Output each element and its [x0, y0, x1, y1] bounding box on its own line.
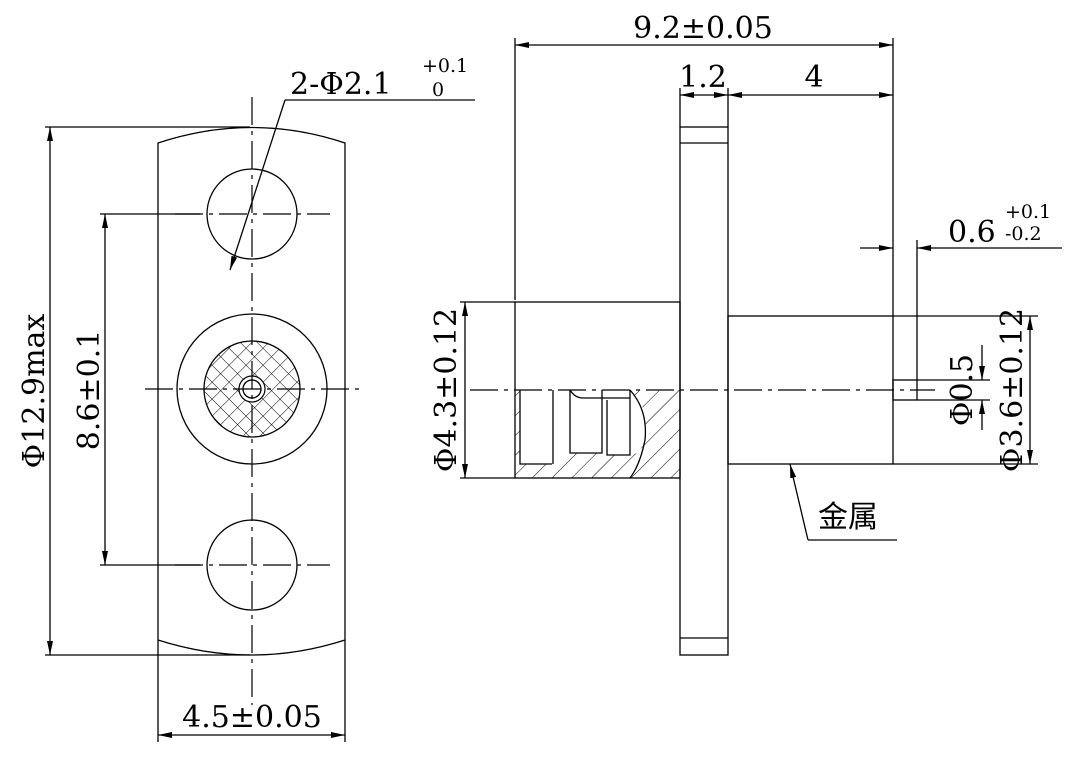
flange-thickness-label: 1.2 — [679, 60, 727, 95]
overall-length-label: 9.2±0.05 — [633, 11, 773, 46]
side-view: 9.2±0.05 1.2 4 0.6 +0.1 -0.2 Φ4.3±0.12 Φ… — [429, 11, 1062, 656]
flange — [679, 126, 729, 656]
hole-pitch-label: 8.6±0.1 — [72, 330, 107, 451]
hole-callout-label: 2-Φ2.1 — [290, 67, 392, 102]
width-label: 4.5±0.05 — [182, 700, 322, 735]
pin-dia-label: Φ0.5 — [945, 354, 980, 426]
front-dia-label: Φ3.6±0.12 — [995, 308, 1030, 472]
hole-tol-lower: 0 — [432, 79, 444, 101]
body-length-label: 4 — [804, 60, 823, 95]
front-view: Φ12.9max 8.6±0.1 4.5±0.05 2-Φ2.1 +0.1 0 — [17, 55, 475, 742]
pin-tol-lower: -0.2 — [1005, 223, 1042, 245]
pin-length-label: 0.6 — [948, 215, 996, 250]
outer-dia-label: Φ12.9max — [17, 314, 52, 469]
pin-tol-upper: +0.1 — [1005, 201, 1051, 223]
rear-dia-label: Φ4.3±0.12 — [429, 308, 464, 472]
hole-leader — [229, 99, 286, 271]
material-note: 金属 — [818, 500, 878, 535]
section-hatch — [515, 390, 680, 478]
hole-tol-upper: +0.1 — [422, 55, 468, 77]
centerlines — [145, 97, 360, 705]
